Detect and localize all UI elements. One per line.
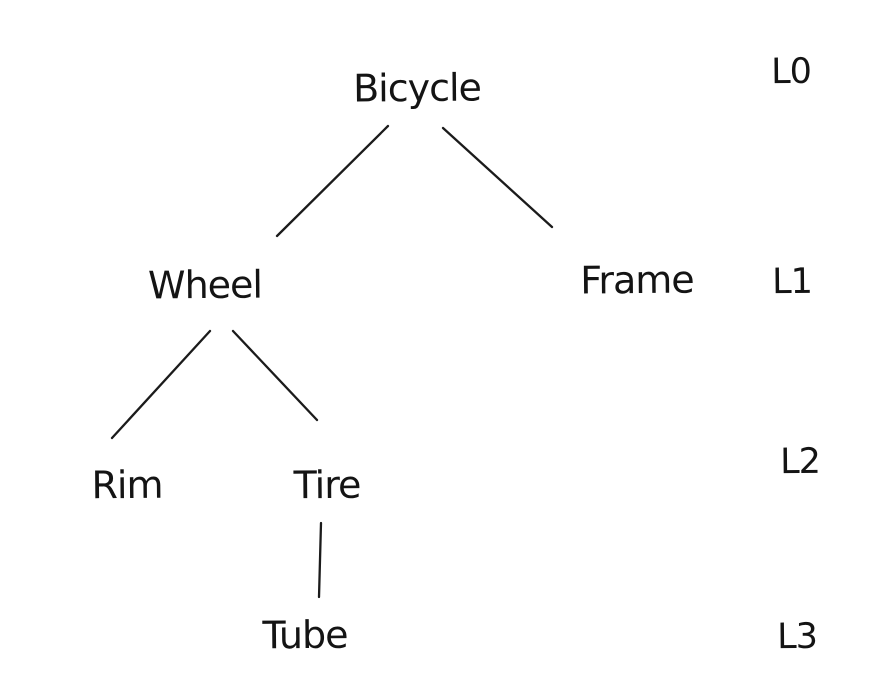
level-label-l2: L2 <box>779 441 821 483</box>
edge-wheel-rim <box>110 329 212 440</box>
node-wheel: Wheel <box>147 262 263 308</box>
node-rim: Rim <box>91 462 163 508</box>
edge-bicycle-frame <box>441 126 554 229</box>
node-tire: Tire <box>293 462 361 508</box>
node-frame: Frame <box>580 257 694 303</box>
level-label-l3: L3 <box>776 616 818 658</box>
node-tube: Tube <box>262 612 348 658</box>
node-bicycle: Bicycle <box>352 65 482 111</box>
level-label-l1: L1 <box>771 261 813 303</box>
level-label-l0: L0 <box>770 51 812 93</box>
edge-tire-tube <box>317 521 323 599</box>
edge-wheel-tire <box>231 329 319 422</box>
edge-bicycle-wheel <box>275 124 390 238</box>
